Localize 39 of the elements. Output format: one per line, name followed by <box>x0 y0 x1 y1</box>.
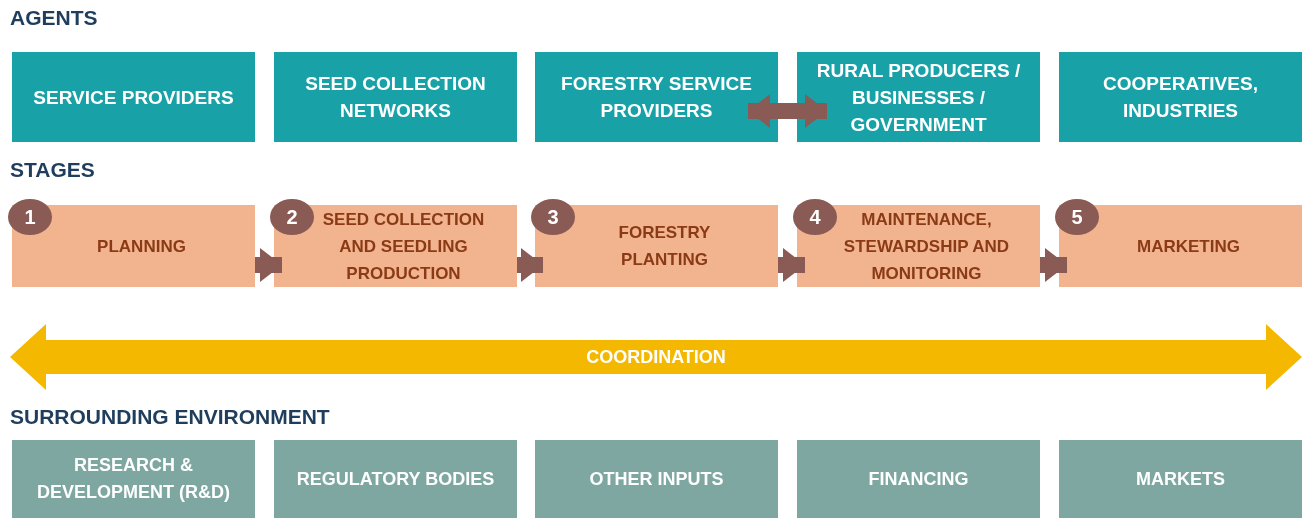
agent-card <box>274 52 517 142</box>
environment-label: REGULATORY BODIES <box>296 467 495 491</box>
agent-label: SERVICE PROVIDERS <box>33 85 234 110</box>
agent-label: SEED COLLECTION NETWORKS <box>304 72 487 123</box>
arrow <box>778 248 805 282</box>
arrow <box>517 248 543 282</box>
section-heading: AGENTS <box>10 6 98 30</box>
step-number: 3 <box>531 199 575 235</box>
environment-card <box>1059 440 1302 518</box>
agent-card <box>12 52 255 142</box>
arrow <box>748 94 827 128</box>
stage-label: FORESTRY PLANTING <box>617 222 712 271</box>
step-number: 1 <box>8 199 52 235</box>
environment-label: FINANCING <box>868 467 969 491</box>
stage-label: MARKETING <box>1137 235 1240 258</box>
coordination-label: COORDINATION <box>586 346 726 368</box>
environment-label: OTHER INPUTS <box>589 467 724 491</box>
environment-label: MARKETS <box>1136 467 1225 491</box>
arrow <box>255 248 282 282</box>
agent-card <box>797 52 1040 142</box>
stage-label: MAINTENANCE, STEWARDSHIP AND MONITORING <box>842 208 1011 285</box>
agent-card <box>535 52 778 142</box>
agent-label: FORESTRY SERVICE PROVIDERS <box>560 72 753 123</box>
environment-card <box>12 440 255 518</box>
stage-label: PLANNING <box>97 235 186 258</box>
step-number: 4 <box>793 199 837 235</box>
environment-card <box>535 440 778 518</box>
environment-label: RESEARCH & DEVELOPMENT (R&D) <box>36 454 231 504</box>
section-heading: SURROUNDING ENVIRONMENT <box>10 405 330 429</box>
section-heading: STAGES <box>10 158 95 182</box>
arrow <box>1040 248 1067 282</box>
agent-label: COOPERATIVES, INDUSTRIES <box>1102 72 1259 123</box>
stage-label: SEED COLLECTION AND SEEDLING PRODUCTION <box>321 208 486 285</box>
step-number: 2 <box>270 199 314 235</box>
agent-label: RURAL PRODUCERS / BUSINESSES / GOVERNMENT <box>815 58 1022 137</box>
step-number: 5 <box>1055 199 1099 235</box>
environment-card <box>797 440 1040 518</box>
environment-card <box>274 440 517 518</box>
agent-card <box>1059 52 1302 142</box>
